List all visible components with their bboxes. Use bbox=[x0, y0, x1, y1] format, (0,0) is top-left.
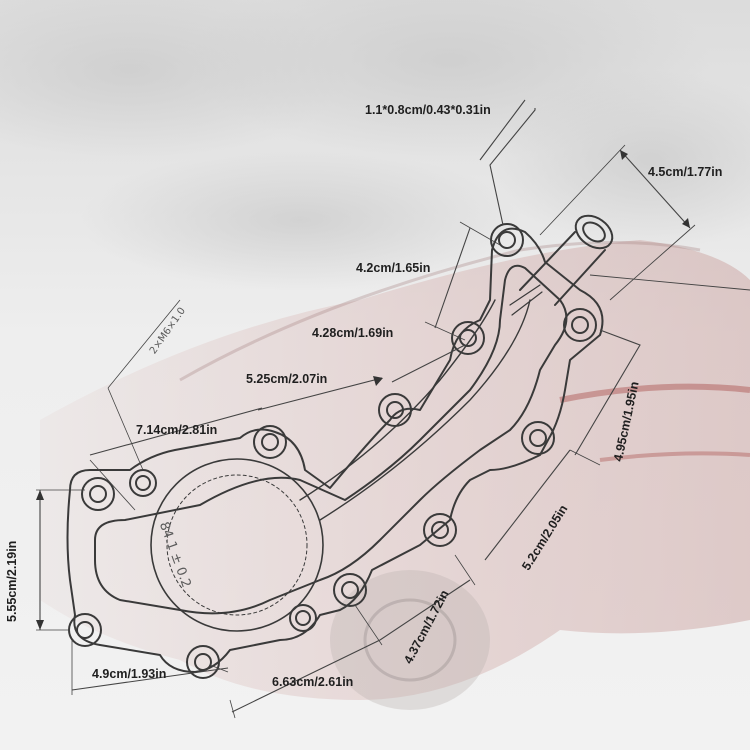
dimension-label-left-height: 5.55cm/2.19in bbox=[5, 540, 19, 622]
housing-outline bbox=[66, 227, 604, 673]
dimension-label-long-span: 7.14cm/2.81in bbox=[136, 423, 218, 437]
dimension-label-top-width: 4.5cm/1.77in bbox=[648, 165, 723, 179]
dimension-label-inlet: 1.1*0.8cm/0.43*0.31in bbox=[365, 103, 491, 117]
dimension-label-arm-span: 5.25cm/2.07in bbox=[246, 372, 328, 386]
car-silhouette bbox=[40, 240, 750, 700]
impeller-bore bbox=[150, 458, 324, 632]
dimension-label-mid-arm: 4.28cm/1.69in bbox=[312, 326, 394, 340]
inlet-pipe bbox=[519, 231, 606, 306]
bolt-hole bbox=[563, 308, 597, 342]
bolt-hole bbox=[289, 604, 317, 632]
bolt-hole bbox=[253, 425, 287, 459]
bolt-hole bbox=[333, 573, 367, 607]
dimension-label-bottom-mid: 6.63cm/2.61in bbox=[272, 675, 354, 689]
bolt-hole bbox=[81, 477, 115, 511]
car-wheel bbox=[330, 570, 490, 710]
dimension-label-upper-arm: 4.2cm/1.65in bbox=[356, 261, 431, 275]
dimension-arrows bbox=[36, 150, 690, 630]
bolt-hole bbox=[378, 393, 412, 427]
dimension-label-bottom-left: 4.9cm/1.93in bbox=[92, 667, 167, 681]
bolt-hole bbox=[521, 421, 555, 455]
bolt-holes bbox=[68, 223, 597, 679]
dimension-lines bbox=[36, 99, 750, 719]
bolt-hole bbox=[423, 513, 457, 547]
inlet-pipe-opening bbox=[574, 214, 614, 250]
bolt-hole bbox=[129, 469, 157, 497]
bolt-hole bbox=[186, 645, 220, 679]
